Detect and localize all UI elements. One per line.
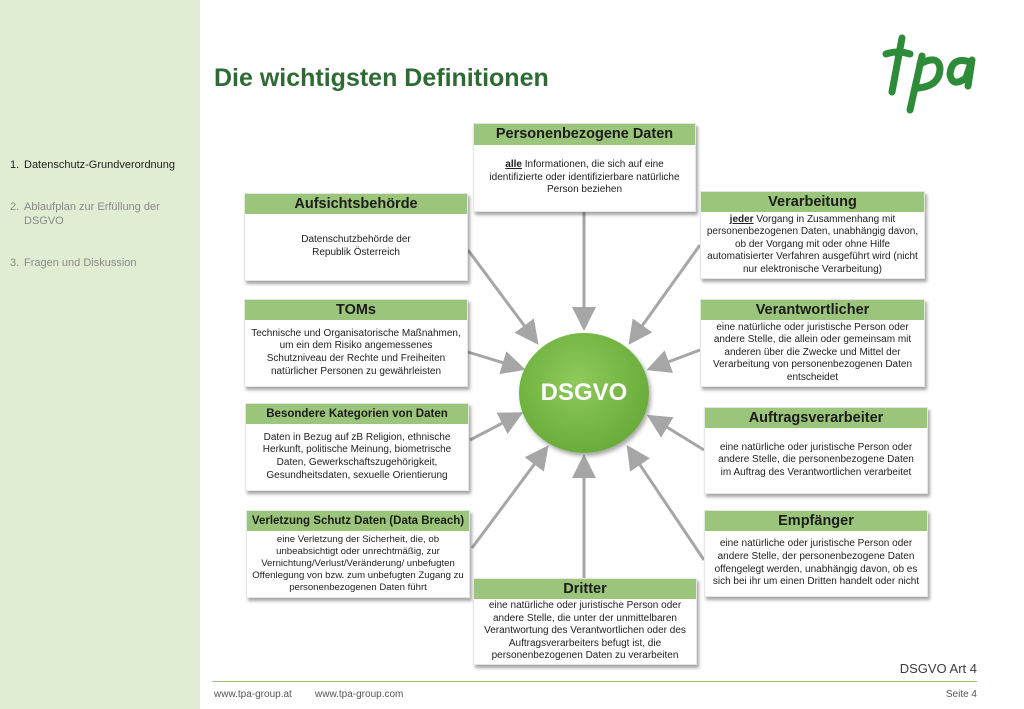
box-text: Daten in Bezug auf zB Religion, ethnisch… [262,431,452,481]
box-title: Personenbezogene Daten [474,124,695,145]
arrow-auftrag [646,414,705,452]
box-text: alle Informationen, die sich auf eine id… [489,159,680,196]
box-title: Besondere Kategorien von Daten [246,404,468,424]
arrow-toms [467,350,526,375]
nav-number: 3. [10,257,20,269]
nav-label: Ablaufplan zur Erfüllung der DSGVO [24,201,160,227]
arrow-aufsicht [466,249,539,345]
tpa-logo: tpa [882,34,976,114]
box-auftragsverarbeiter: Auftragsverarbeiter eine natürliche oder… [704,407,928,494]
box-empfaenger: Empfänger eine natürliche oder juristisc… [704,510,928,597]
footer-divider [212,681,977,682]
footer-link-com[interactable]: www.tpa-group.com [315,689,404,700]
box-text: eine natürliche oder juristische Person … [712,538,920,588]
box-title: Empfänger [705,511,927,531]
arrow-breach [470,445,549,549]
arrow-verarbeitung [628,244,702,345]
box-title: Aufsichtsbehörde [245,194,467,214]
box-verarbeitung: Verarbeitung jeder Vorgang in Zusammenha… [700,191,925,279]
box-toms: TOMs Technische und Organisatorische Maß… [244,299,468,387]
nav-item-grundverordnung[interactable]: 1. Datenschutz-Grundverordnung [10,158,195,172]
box-title: Verantwortlicher [701,300,924,320]
box-text: eine natürliche oder juristische Person … [712,321,913,383]
box-title: TOMs [245,300,467,320]
dsgvo-circle: DSGVO [519,333,649,453]
box-title: Auftragsverarbeiter [705,408,927,428]
arrow-empfaenger [626,445,706,561]
box-personenbezogene-daten: Personenbezogene Daten alle Informatione… [473,123,696,212]
page-number: Seite 4 [945,689,977,700]
box-title: Verarbeitung [701,192,924,212]
box-text: eine natürliche oder juristische Person … [484,600,686,662]
box-text: eine Verletzung der Sicherheit, die, ob … [252,534,464,593]
box-text: Datenschutzbehörde der Republik Österrei… [301,234,411,258]
box-title: Verletzung Schutz Daten (Data Breach) [247,511,469,531]
box-text: Technische und Organisatorische Maßnahme… [251,327,461,377]
nav-item-fragen[interactable]: 3. Fragen und Diskussion [10,256,195,270]
box-aufsichtsbehoerde: Aufsichtsbehörde Datenschutzbehörde der … [244,193,468,281]
box-verantwortlicher: Verantwortlicher eine natürliche oder ju… [700,299,925,387]
box-dritter: Dritter eine natürliche oder juristische… [473,578,697,665]
arrow-verantwortlicher [646,348,701,373]
article-reference: DSGVO Art 4 [899,661,977,676]
nav-number: 2. [10,201,20,213]
footer-link-at[interactable]: www.tpa-group.at [214,689,292,700]
nav-label: Fragen und Diskussion [24,257,137,269]
page-title: Die wichtigsten Definitionen [214,64,549,92]
sidebar: 1. Datenschutz-Grundverordnung 2. Ablauf… [0,0,200,709]
nav-label: Datenschutz-Grundverordnung [24,159,176,171]
box-data-breach: Verletzung Schutz Daten (Data Breach) ei… [246,510,470,598]
box-text: jeder Vorgang in Zusammenhang mit person… [706,213,919,275]
arrow-besondere [469,412,524,442]
box-besondere-kategorien: Besondere Kategorien von Daten Daten in … [245,403,469,491]
box-title: Dritter [474,579,696,599]
nav-number: 1. [10,159,20,171]
box-text: eine natürliche oder juristische Person … [718,441,914,478]
nav-item-ablaufplan[interactable]: 2. Ablaufplan zur Erfüllung der DSGVO [10,200,195,228]
